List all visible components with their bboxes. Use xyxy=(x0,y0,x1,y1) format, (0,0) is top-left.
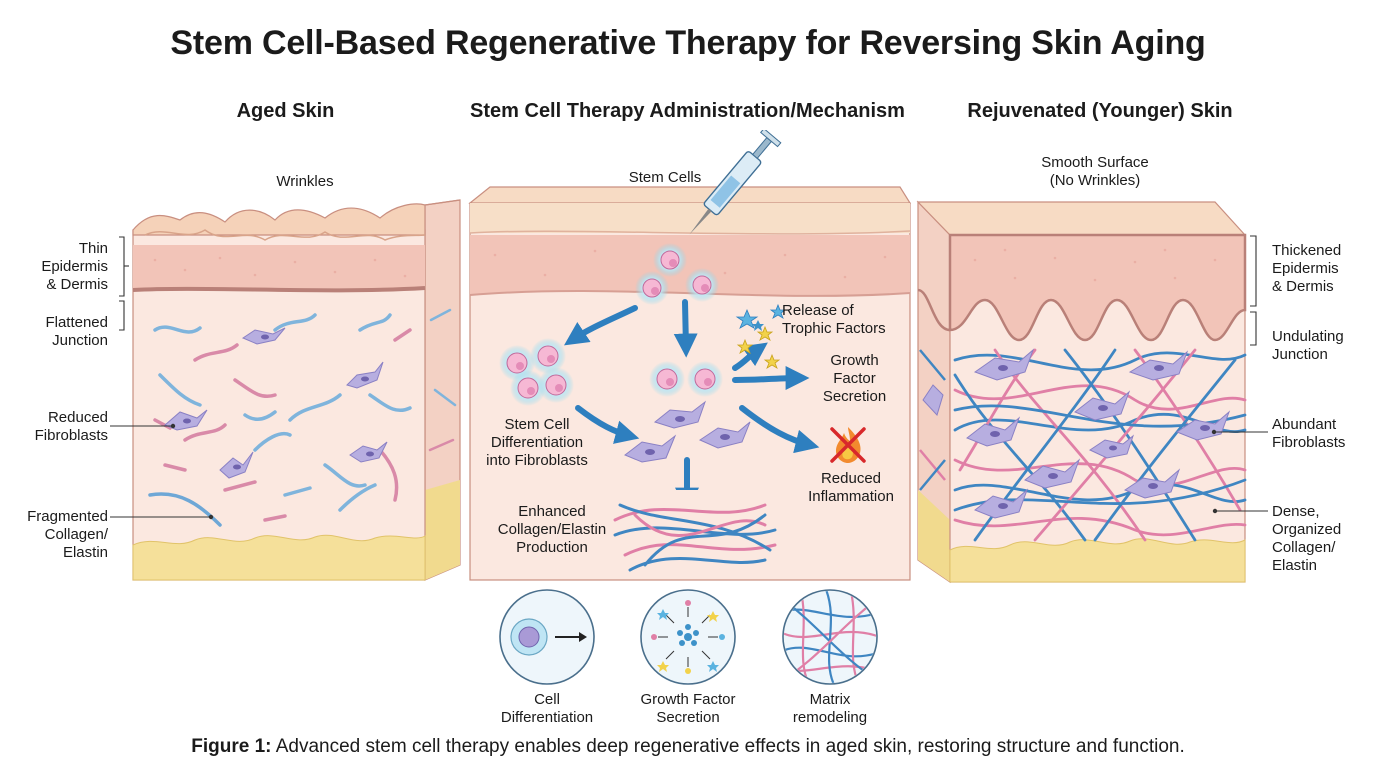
caption-prefix: Figure 1: xyxy=(191,736,272,757)
inset-label-matrix: Matrix remodeling xyxy=(792,691,868,726)
aged-junction-label: Flattened Junction xyxy=(45,314,108,349)
figure-caption: Figure 1: Advanced stem cell therapy ena… xyxy=(0,736,1376,758)
no-inflammation-icon xyxy=(830,427,866,463)
inset-label-differentiation: Cell Differentiation xyxy=(500,691,594,726)
therapy-differentiation-label: Stem Cell Differentiation into Fibroblas… xyxy=(486,416,588,469)
rejuvenated-epidermis-label: Thickened Epidermis & Dermis xyxy=(1272,242,1342,295)
aged-epidermis-label: Thin Epidermis & Dermis xyxy=(41,240,108,293)
therapy-mechanism xyxy=(499,130,866,490)
aged-collagen-label: Fragmented Collagen/ Elastin xyxy=(27,508,108,561)
rejuvenated-skin-block xyxy=(916,200,1247,584)
aged-wrinkles-label: Wrinkles xyxy=(276,173,334,190)
trophic-factors-icon xyxy=(735,303,787,369)
therapy-collagen-label: Enhanced Collagen/Elastin Production xyxy=(497,503,607,556)
rejuvenated-heading: Rejuvenated (Younger) Skin xyxy=(967,100,1233,122)
matrix-remodeling-inset xyxy=(782,589,878,685)
therapy-heading: Stem Cell Therapy Administration/Mechani… xyxy=(470,100,905,122)
cell-differentiation-inset xyxy=(499,589,595,685)
growth-factor-inset xyxy=(640,589,736,685)
aged-fibroblasts-label: Reduced Fibroblasts xyxy=(34,409,108,444)
aged-leader-lines xyxy=(110,236,214,520)
aged-skin-block xyxy=(132,199,461,581)
rejuvenated-junction-label: Undulating Junction xyxy=(1272,328,1344,363)
therapy-trophic-label: Release of Trophic Factors xyxy=(782,302,886,337)
therapy-inflammation-label: Reduced Inflammation xyxy=(808,470,894,505)
therapy-stem-cells-label: Stem Cells xyxy=(628,169,702,186)
therapy-growth-label: Growth Factor Secretion xyxy=(822,352,887,405)
rejuvenated-collagen-label: Dense, Organized Collagen/ Elastin xyxy=(1272,503,1342,574)
figure-title: Stem Cell-Based Regenerative Therapy for… xyxy=(170,24,1206,62)
aged-heading: Aged Skin xyxy=(236,100,335,122)
caption-text: Advanced stem cell therapy enables deep … xyxy=(271,736,1185,757)
stem-cells xyxy=(499,243,723,406)
rejuvenated-surface-label: Smooth Surface (No Wrinkles) xyxy=(1041,154,1149,189)
rejuvenated-fibroblasts-label: Abundant Fibroblasts xyxy=(1272,416,1346,451)
inset-label-growth-factor: Growth Factor Secretion xyxy=(640,691,736,726)
syringe-icon xyxy=(689,130,782,235)
rejuvenated-leader-lines xyxy=(1211,235,1268,514)
